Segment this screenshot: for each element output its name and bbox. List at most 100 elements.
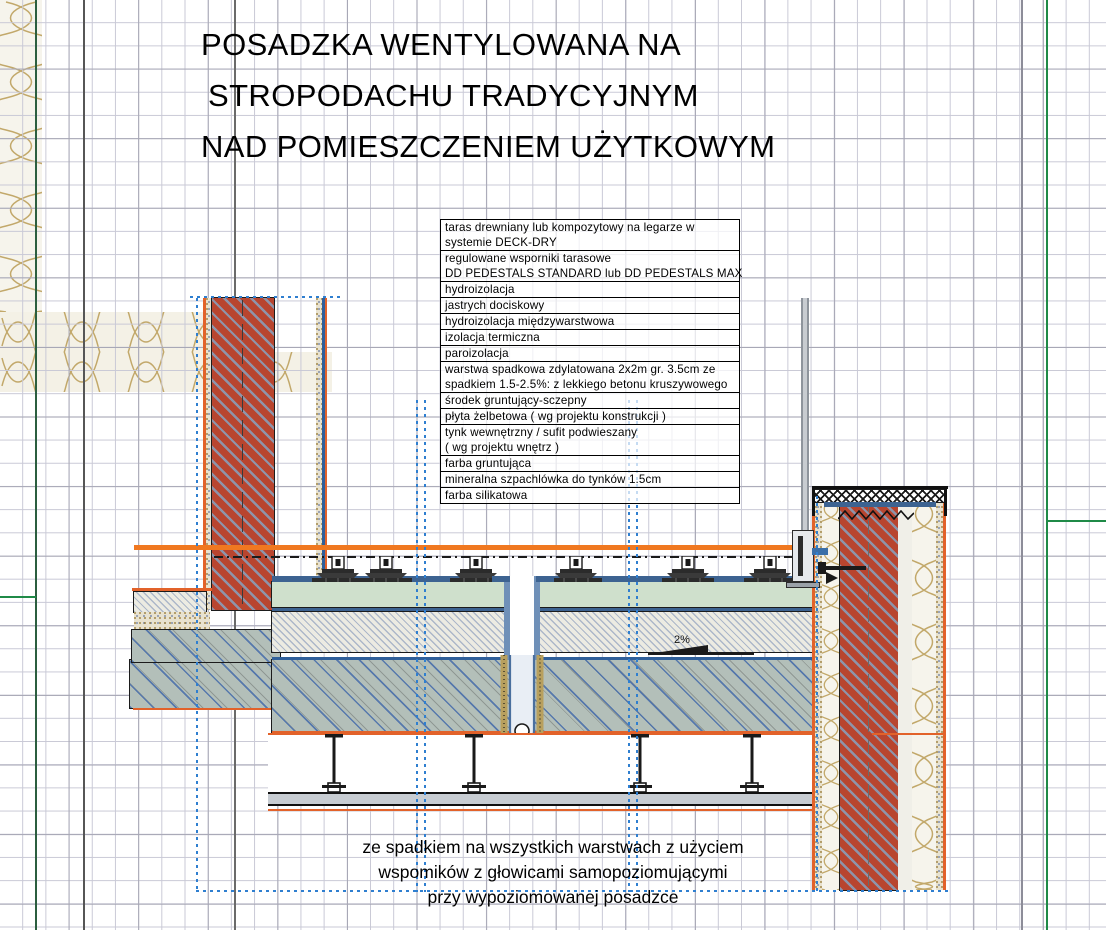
railing-post bbox=[801, 298, 809, 550]
page-title-line-3: NAD POMIESZCZENIEM UŻYTKOWYM bbox=[201, 129, 776, 164]
construction-axis-left bbox=[196, 298, 198, 892]
axis-line-dark-left bbox=[83, 0, 85, 930]
right-wall-inner-plaster bbox=[898, 496, 912, 890]
intermediate-membrane-right bbox=[540, 606, 872, 611]
parapet-cap-top-line bbox=[812, 486, 948, 489]
construction-axis-bottom bbox=[196, 890, 948, 892]
legend-row: izolacja termiczna bbox=[441, 330, 739, 346]
left-wall-masonry bbox=[211, 297, 275, 611]
axis-line-green-left bbox=[35, 0, 37, 930]
left-lower-apron-line bbox=[133, 708, 281, 710]
construction-axis-a bbox=[416, 400, 418, 892]
legend-row: farba gruntująca bbox=[441, 456, 739, 472]
legend-row-line: farba silikatowa bbox=[445, 489, 528, 502]
legend-row: farba silikatowa bbox=[441, 488, 739, 503]
ceiling-hanger-4 bbox=[740, 734, 764, 793]
page-title-line-2: STROPODACHU TRADYCYJNYM bbox=[208, 78, 699, 113]
axis-line-green-left-h bbox=[0, 596, 36, 598]
right-inner-floor-line bbox=[872, 733, 946, 735]
wool-loop-pattern-right-outer bbox=[822, 497, 840, 890]
intermediate-membrane-left bbox=[272, 606, 504, 611]
pedestal-icon bbox=[312, 555, 364, 582]
deck-joist-dashed-line bbox=[214, 556, 806, 558]
pedestal-icon bbox=[550, 555, 602, 582]
zigzag-icon bbox=[837, 509, 915, 521]
right-wall-centerline bbox=[868, 498, 869, 888]
left-wall-inner-render-line bbox=[325, 298, 327, 610]
left-outer-wool-strip bbox=[134, 612, 210, 630]
construction-axis-d bbox=[636, 400, 638, 892]
pressure-screed-left bbox=[271, 581, 505, 608]
roof-drain-flange-right bbox=[536, 576, 554, 582]
door-frame-profile bbox=[792, 530, 814, 582]
layer-legend-table: taras drewniany lub kompozytowy na legar… bbox=[440, 219, 742, 504]
pedestal-3 bbox=[448, 555, 504, 582]
left-wall-outer-render-line bbox=[203, 298, 206, 610]
legend-row-line: systemie DECK-DRY bbox=[445, 236, 557, 249]
hanger-icon bbox=[462, 734, 486, 793]
slab-primer-line bbox=[272, 657, 872, 660]
ceiling-hanger-3 bbox=[628, 734, 652, 793]
hanger-icon bbox=[628, 734, 652, 793]
hanger-icon bbox=[740, 734, 764, 793]
left-outer-top-membrane bbox=[132, 588, 212, 591]
pedestal-icon bbox=[662, 555, 714, 582]
legend-row-line: paroizolacja bbox=[445, 347, 509, 360]
door-sill-plate bbox=[786, 582, 820, 588]
hanger-icon bbox=[322, 734, 346, 793]
right-wall-inner-wool bbox=[912, 496, 936, 890]
legend-row-line: taras drewniany lub kompozytowy na legar… bbox=[445, 221, 695, 234]
axis-line-dark-right bbox=[1021, 0, 1023, 930]
roof-structural-slab bbox=[271, 659, 873, 733]
legend-row-line: warstwa spadkowa zdylatowana 2x2m gr. 3.… bbox=[445, 363, 716, 376]
legend-row: hydroizolacja międzywarstwowa bbox=[441, 314, 739, 330]
pedestal-1 bbox=[310, 555, 366, 582]
right-wall-inner-adhesive bbox=[936, 496, 943, 890]
legend-row-line: farba gruntująca bbox=[445, 457, 532, 470]
legend-row: środek gruntujący-sczepny bbox=[441, 393, 739, 409]
legend-row: tynk wewnętrzny / sufit podwieszany ( wg… bbox=[441, 425, 739, 456]
parapet-cap-bottom-band bbox=[824, 502, 936, 507]
pedestal-2 bbox=[358, 555, 414, 582]
legend-row-line: hydroizolacja międzywarstwowa bbox=[445, 315, 615, 328]
wall-anchor-head bbox=[818, 562, 826, 574]
left-outer-screed bbox=[133, 591, 207, 613]
legend-row-line: tynk wewnętrzny / sufit podwieszany bbox=[445, 426, 638, 439]
right-wall-inner-render-line bbox=[943, 496, 946, 890]
pedestal-4 bbox=[548, 555, 604, 582]
axis-line-green-right bbox=[1046, 0, 1048, 930]
left-wall-inner-adhesive bbox=[316, 298, 322, 610]
ceiling-hanger-2 bbox=[462, 734, 486, 793]
slope-base-line bbox=[648, 653, 754, 655]
left-outer-slab-upper bbox=[131, 629, 281, 663]
deck-top-surface-line bbox=[134, 545, 806, 550]
pedestal-icon bbox=[450, 555, 502, 582]
pedestal-5 bbox=[660, 555, 716, 582]
legend-row-line: hydroizolacja bbox=[445, 283, 515, 296]
legend-row: taras drewniany lub kompozytowy na legar… bbox=[441, 220, 739, 251]
vapour-barrier-line bbox=[272, 651, 872, 653]
legend-row-line: ( wg projektu wnętrz ) bbox=[445, 441, 560, 454]
legend-row: regulowane wsporniki tarasowe DD PEDESTA… bbox=[441, 251, 742, 282]
axis-line-green-right-h bbox=[1046, 520, 1106, 522]
legend-row: paroizolacja bbox=[441, 346, 739, 362]
roof-drain-flange-left bbox=[492, 576, 510, 582]
legend-row: płyta żelbetowa ( wg projektu konstrukcj… bbox=[441, 409, 739, 425]
left-wall-top-dim-line bbox=[190, 296, 340, 298]
left-wall-membrane-edge bbox=[322, 298, 325, 610]
door-frame-mullion bbox=[798, 536, 803, 576]
ceiling-finish-line bbox=[268, 809, 872, 811]
construction-axis-right bbox=[816, 496, 818, 892]
legend-row-line: płyta żelbetowa ( wg projektu konstrukcj… bbox=[445, 410, 667, 423]
slope-label: 2% bbox=[674, 634, 690, 646]
left-wall-adhesive-layer bbox=[206, 298, 212, 610]
legend-row-line: izolacja termiczna bbox=[445, 331, 540, 344]
slope-layer-left bbox=[271, 611, 505, 653]
ceiling-zone-top-line bbox=[268, 733, 872, 735]
legend-row: jastrych dociskowy bbox=[441, 298, 739, 314]
parapet-cap-drip-right bbox=[944, 486, 947, 516]
figure-caption-line-1: ze spadkiem na wszystkich warstwach z uż… bbox=[362, 837, 744, 857]
roof-drain-body bbox=[504, 576, 540, 660]
legend-row-line: regulowane wsporniki tarasowe bbox=[445, 252, 612, 265]
